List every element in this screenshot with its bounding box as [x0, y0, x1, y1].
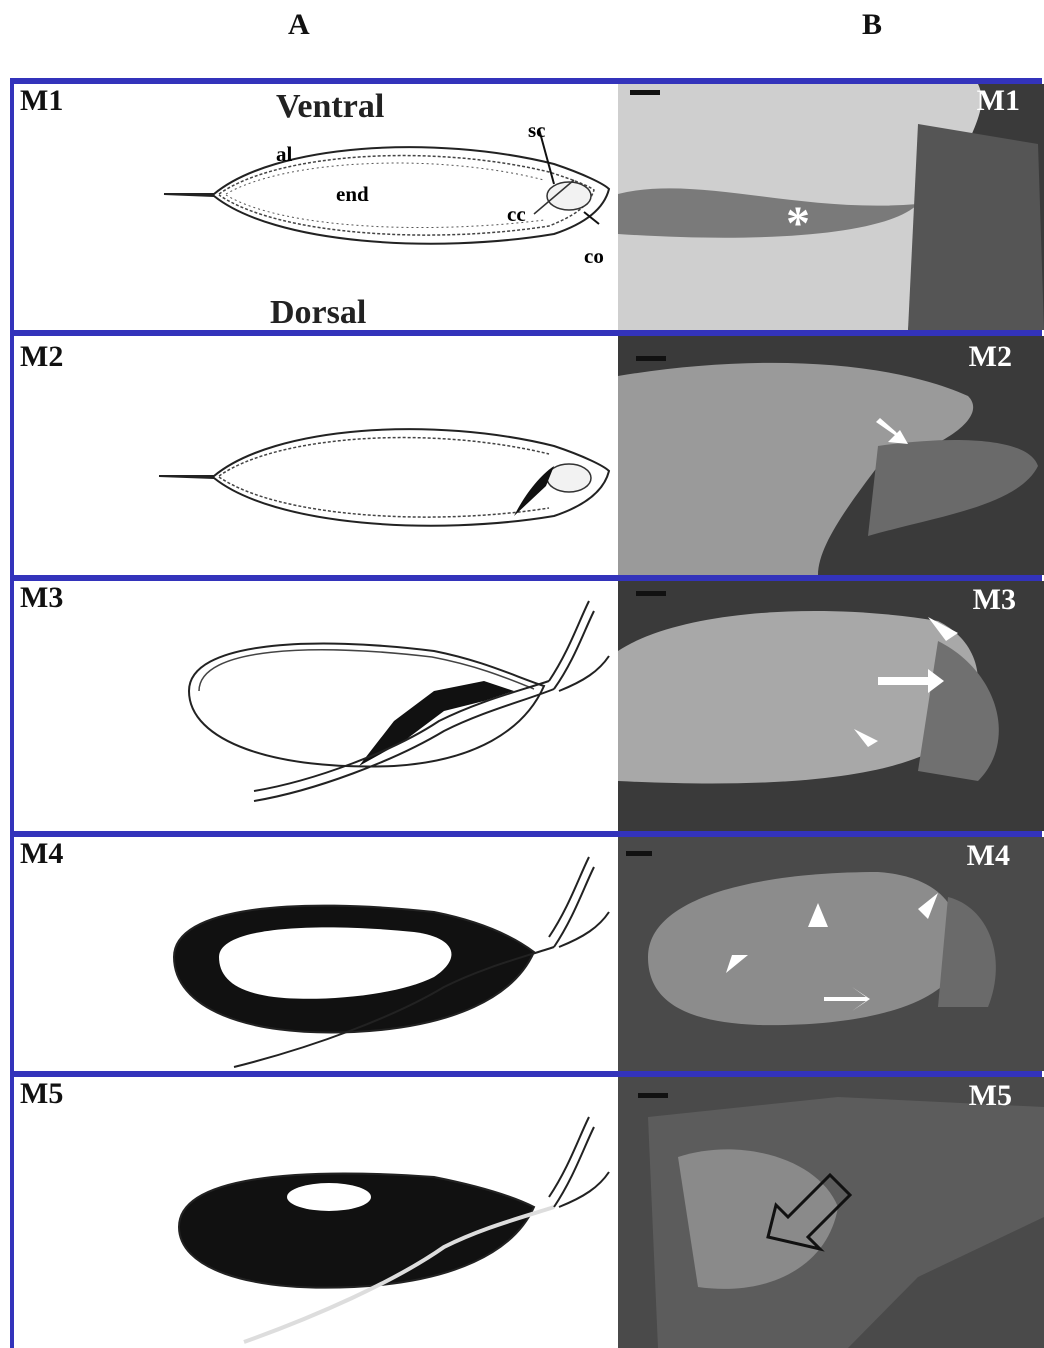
end-label: end — [336, 182, 369, 207]
row-m4: M4 M4 — [14, 837, 1044, 1071]
row-m5: M5 M5 — [14, 1077, 1044, 1348]
arrow-icon — [618, 336, 1044, 575]
micrograph-label-m1: M1 — [977, 84, 1020, 118]
asterisk-marker: * — [786, 196, 810, 251]
seed-diagram-m3 — [14, 581, 618, 831]
open-arrow-icon — [618, 1077, 1044, 1348]
row-label-m2: M2 — [20, 340, 63, 374]
diagram-panel-m5: M5 — [14, 1077, 618, 1348]
diagram-panel-m4: M4 — [14, 837, 618, 1071]
micrograph-panel-m4: M4 — [618, 837, 1044, 1071]
cc-label: cc — [507, 202, 526, 227]
row-m3: M3 M3 — [14, 581, 1044, 831]
ventral-label: Ventral — [276, 88, 384, 126]
row-m2: M2 M2 — [14, 336, 1044, 575]
seed-diagram-m2 — [14, 336, 618, 575]
column-b-heading: B — [862, 8, 882, 42]
micrograph-panel-m3: M3 — [618, 581, 1044, 831]
al-label: al — [276, 142, 292, 167]
co-label: co — [584, 244, 604, 269]
row-label-m1: M1 — [20, 84, 63, 118]
seed-diagram-m4 — [14, 837, 618, 1071]
row-label-m3: M3 — [20, 581, 63, 615]
seed-diagram-m5 — [14, 1077, 618, 1348]
row-label-m5: M5 — [20, 1077, 63, 1111]
column-a-heading: A — [288, 8, 310, 42]
arrow-icons-m4 — [618, 837, 1044, 1071]
diagram-panel-m1: M1 Ventral Dorsal al end sc cc co — [14, 84, 618, 330]
diagram-panel-m3: M3 — [14, 581, 618, 831]
arrow-icons-m3 — [618, 581, 1044, 831]
row-label-m4: M4 — [20, 837, 63, 871]
micrograph-panel-m5: M5 — [618, 1077, 1044, 1348]
micrograph-panel-m2: M2 — [618, 336, 1044, 575]
row-m1: M1 Ventral Dorsal al end sc cc co M1 * — [14, 84, 1044, 330]
micrograph-m1 — [618, 84, 1044, 330]
diagram-panel-m2: M2 — [14, 336, 618, 575]
sc-label: sc — [528, 118, 546, 143]
dorsal-label: Dorsal — [270, 294, 366, 330]
micrograph-panel-m1: M1 * — [618, 84, 1044, 330]
